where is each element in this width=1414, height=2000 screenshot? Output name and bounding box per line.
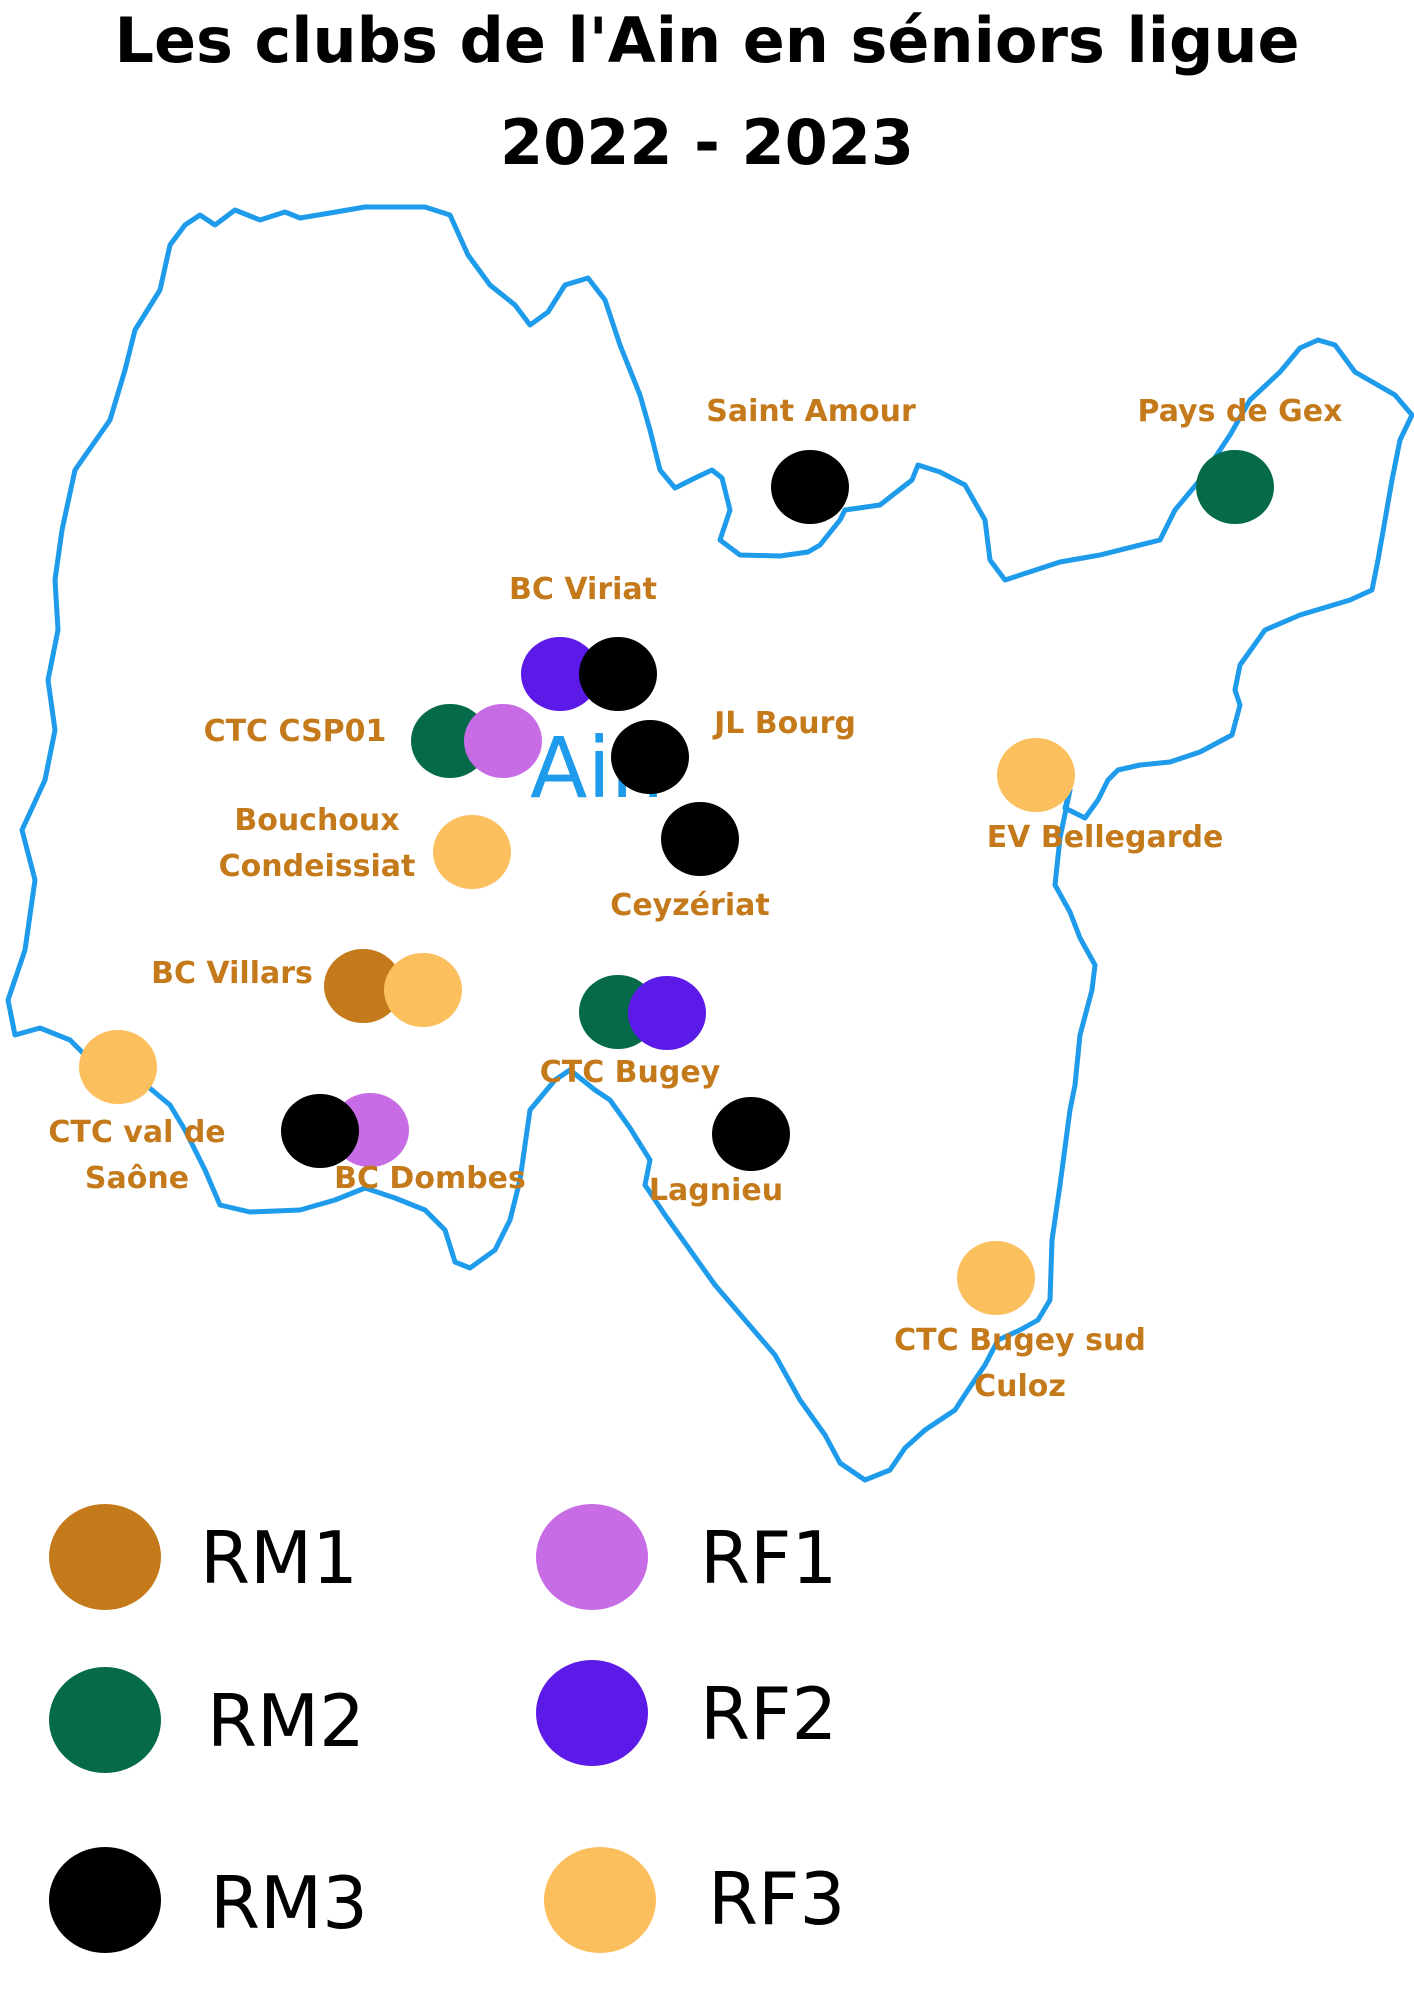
club-marker-bc-villars-rf3 (384, 952, 462, 1028)
club-marker-jl-bourg-rm3 (611, 719, 689, 795)
club-label-bc-dombes: BC Dombes (334, 1161, 526, 1196)
map-title-line-2: 2022 - 2023 (499, 106, 915, 179)
club-label-jl-bourg: JL Bourg (712, 706, 856, 741)
department-border (5, 204, 1414, 1483)
club-marker-pays-de-gex-rm2 (1196, 449, 1274, 525)
legend-label-rm2: RM2 (207, 1679, 365, 1763)
club-label-saint-amour: Saint Amour (706, 394, 916, 429)
club-marker-bc-villars-rm1 (324, 948, 402, 1024)
club-label-bc-villars: BC Villars (151, 956, 313, 991)
club-marker-bc-dombes-rm3 (281, 1093, 359, 1169)
club-marker-ctc-val-de-saone-rf3 (79, 1029, 157, 1105)
club-label-ev-bellegarde: EV Bellegarde (987, 820, 1224, 855)
legend-label-rm1: RM1 (200, 1516, 358, 1600)
legend-label-rf1: RF1 (700, 1516, 837, 1600)
club-markers (79, 449, 1274, 1316)
legend-swatch-rf2 (536, 1660, 648, 1766)
club-marker-bc-viriat-rf2 (521, 636, 599, 712)
legend-label-rm3: RM3 (210, 1861, 368, 1945)
club-marker-lagnieu-rm3 (712, 1096, 790, 1172)
club-label-lagnieu: Lagnieu (649, 1173, 783, 1208)
legend-swatch-rm1 (49, 1504, 161, 1610)
legend-swatch-rf3 (544, 1847, 656, 1953)
club-marker-ceyzeriat-rm3 (661, 801, 739, 877)
club-marker-ctc-bugey-sud-culoz-rf3 (957, 1240, 1035, 1316)
club-marker-ev-bellegarde-rf3 (997, 737, 1075, 813)
club-label-pays-de-gex: Pays de Gex (1138, 394, 1343, 429)
legend-swatch-rf1 (536, 1504, 648, 1610)
club-marker-bc-viriat-rm3 (579, 636, 657, 712)
club-label-ceyzeriat: Ceyzériat (610, 888, 769, 923)
club-marker-ctc-bugey-rf2 (628, 975, 706, 1051)
map-title-line-1: Les clubs de l'Ain en séniors ligue (114, 4, 1300, 77)
legend-swatch-rm2 (49, 1667, 161, 1773)
club-marker-saint-amour-rm3 (771, 449, 849, 525)
club-label-ctc-csp01: CTC CSP01 (204, 714, 387, 749)
legend-label-rf2: RF2 (700, 1672, 837, 1756)
club-marker-bouchoux-condeissiat-rf3 (433, 814, 511, 890)
club-label-ctc-bugey: CTC Bugey (540, 1055, 721, 1090)
club-label-bc-viriat: BC Viriat (509, 572, 657, 607)
club-marker-ctc-csp01-rf1 (464, 703, 542, 779)
legend-swatch-rm3 (49, 1847, 161, 1953)
legend-label-rf3: RF3 (708, 1857, 845, 1941)
